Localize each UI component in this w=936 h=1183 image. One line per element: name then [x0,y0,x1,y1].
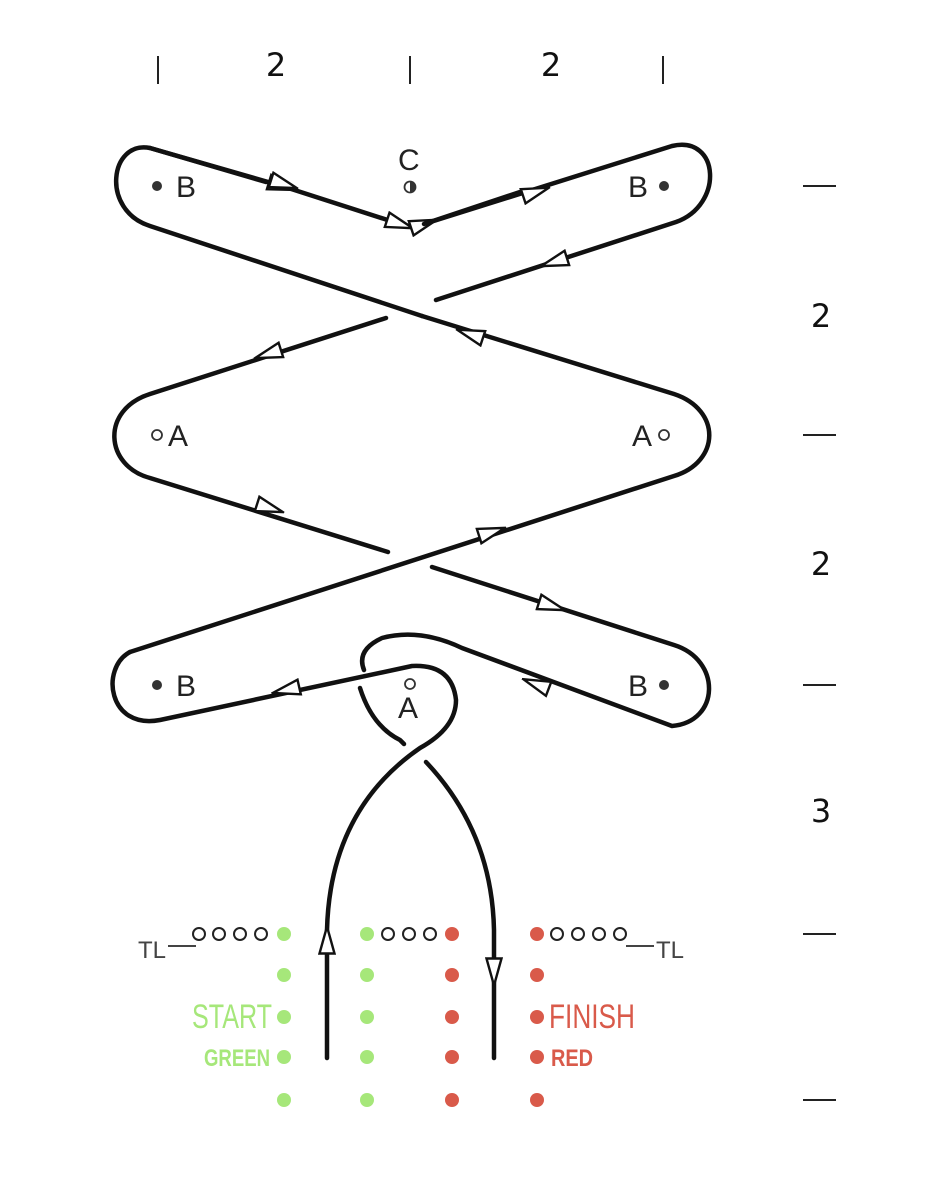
point-markers: B C B A A B A B [151,144,670,725]
label-a-left: A [168,420,188,453]
label-a-right: A [632,420,652,453]
timing-light [192,927,206,941]
path-right-a-loop [127,313,712,655]
timing-light [592,927,606,941]
path-top-right-to-left-a [112,315,391,555]
timing-light [571,927,585,941]
timing-light [212,927,226,941]
path-c-to-top-right [421,142,713,303]
start-cone [360,968,374,982]
finish-cone [445,927,459,941]
label-b-top-right: B [628,171,648,204]
marker-a-right [658,429,670,441]
finish-cone [445,1093,459,1107]
marker-c-half [410,181,416,193]
start-cone [277,1093,291,1107]
path-lower-right-to-bottom-b [359,564,712,729]
start-cone [360,1050,374,1064]
label-b-top-left: B [176,171,196,204]
timing-light [423,927,437,941]
timing-light [254,927,268,941]
start-cone [277,927,291,941]
right-dimension-ticks [803,185,836,1101]
timing-lights-center [381,927,437,941]
label-b-bottom-right: B [628,670,648,703]
right-dimension-label-1: 2 [811,297,831,335]
marker-b-top-left [152,181,162,191]
label-a-bottom: A [398,692,418,725]
start-cone [360,927,374,941]
direction-arrows [226,170,598,990]
timing-light [402,927,416,941]
right-dimension-label-2: 2 [811,545,831,583]
start-cone [277,1050,291,1064]
top-dimension-ticks [157,56,664,84]
marker-a-bottom [404,678,416,690]
path-exit-to-finish [357,685,497,1061]
timing-light [233,927,247,941]
top-dimension-label-right: 2 [541,46,561,84]
label-b-bottom-left: B [176,670,196,703]
finish-cone [445,1010,459,1024]
start-cone [360,1010,374,1024]
tl-label-right: TL [656,937,684,964]
finish-cone [530,1050,544,1064]
start-cone [277,1010,291,1024]
course-path [110,142,713,1061]
start-gate-cones [277,927,374,1107]
finish-cone [445,968,459,982]
finish-cone [530,968,544,982]
finish-gate-cones [445,927,544,1107]
finish-cone [530,1093,544,1107]
marker-b-bottom-left [152,680,162,690]
start-cone [360,1093,374,1107]
path-top-left-loop [113,145,425,319]
start-label: START [192,998,272,1036]
right-dimension-label-3: 3 [811,792,831,830]
marker-b-top-right [659,181,669,191]
timing-lights-right: TL [550,927,684,964]
timing-light [550,927,564,941]
timing-light [381,927,395,941]
top-dimension-label-left: 2 [266,46,286,84]
finish-label: FINISH [549,998,635,1036]
start-cone [277,968,291,982]
path-top-left-to-c [147,145,523,226]
path-bottom-left-loop [110,649,459,1061]
finish-sublabel: RED [551,1045,593,1072]
finish-cone [445,1050,459,1064]
finish-cone [530,927,544,941]
finish-cone [530,1010,544,1024]
timing-light [613,927,627,941]
timing-lights-left: TL [138,927,268,964]
marker-a-left [151,429,163,441]
start-sublabel: GREEN [204,1045,270,1072]
label-c-top: C [398,144,420,177]
marker-b-bottom-right [659,680,669,690]
tl-label-left: TL [138,937,166,964]
